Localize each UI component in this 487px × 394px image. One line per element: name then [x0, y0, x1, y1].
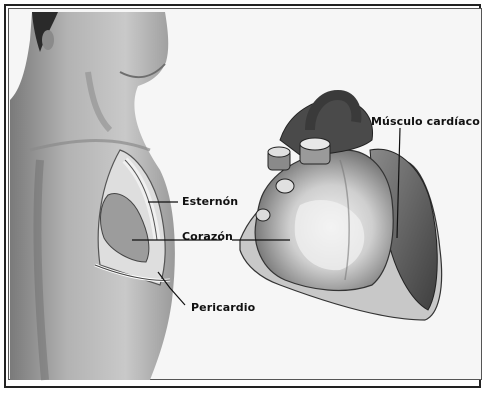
- ear-shape: [42, 30, 54, 50]
- human-torso: [10, 12, 175, 380]
- label-corazon: Corazón: [182, 230, 233, 243]
- label-esternon: Esternón: [182, 195, 238, 208]
- vessel-opening: [276, 179, 294, 193]
- vessel-opening-low: [256, 209, 270, 221]
- label-pericardio: Pericardio: [191, 301, 255, 314]
- heart-section: [240, 95, 442, 320]
- label-musculo-cardiaco: Músculo cardíaco: [371, 115, 480, 128]
